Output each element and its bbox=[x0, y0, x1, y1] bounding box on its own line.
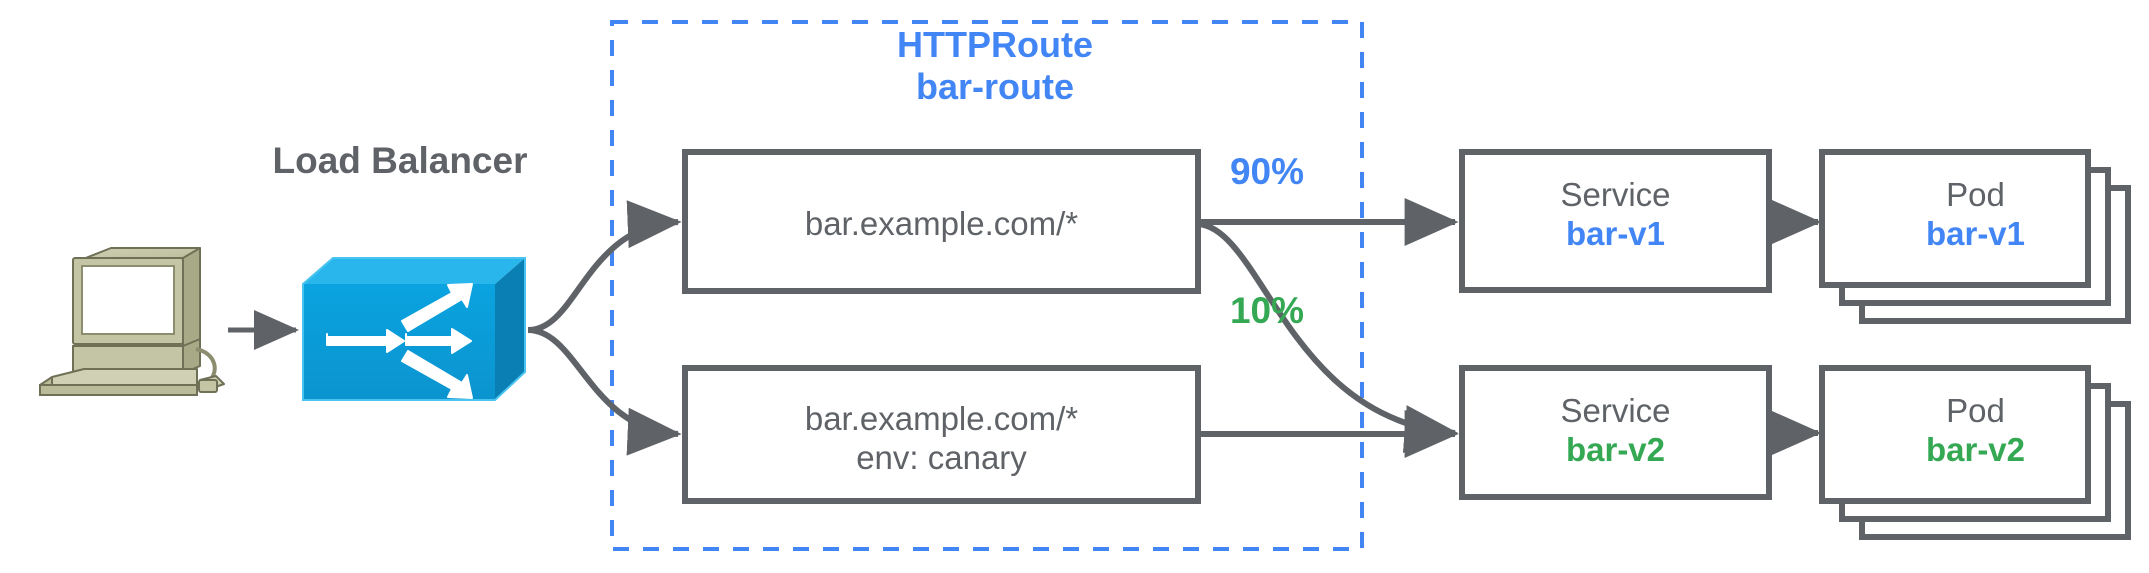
load-balancer-icon bbox=[302, 257, 526, 401]
route-box-2 bbox=[682, 365, 1201, 504]
pod-stack-2-front bbox=[1819, 365, 2091, 504]
edge-lb-to-route-2 bbox=[527, 327, 682, 456]
edge-lb-to-route-1 bbox=[527, 200, 682, 333]
edge-route1-to-service2-10 bbox=[1197, 221, 1459, 453]
pod-stack-1-front bbox=[1819, 149, 2091, 288]
service-box-1 bbox=[1459, 149, 1772, 293]
pod-stack-2 bbox=[1819, 365, 2131, 540]
httproute-group-box bbox=[610, 20, 1364, 551]
desktop-computer-icon bbox=[39, 247, 225, 396]
service-box-2 bbox=[1459, 365, 1772, 500]
route-box-1 bbox=[682, 149, 1201, 294]
pod-stack-1 bbox=[1819, 149, 2131, 324]
